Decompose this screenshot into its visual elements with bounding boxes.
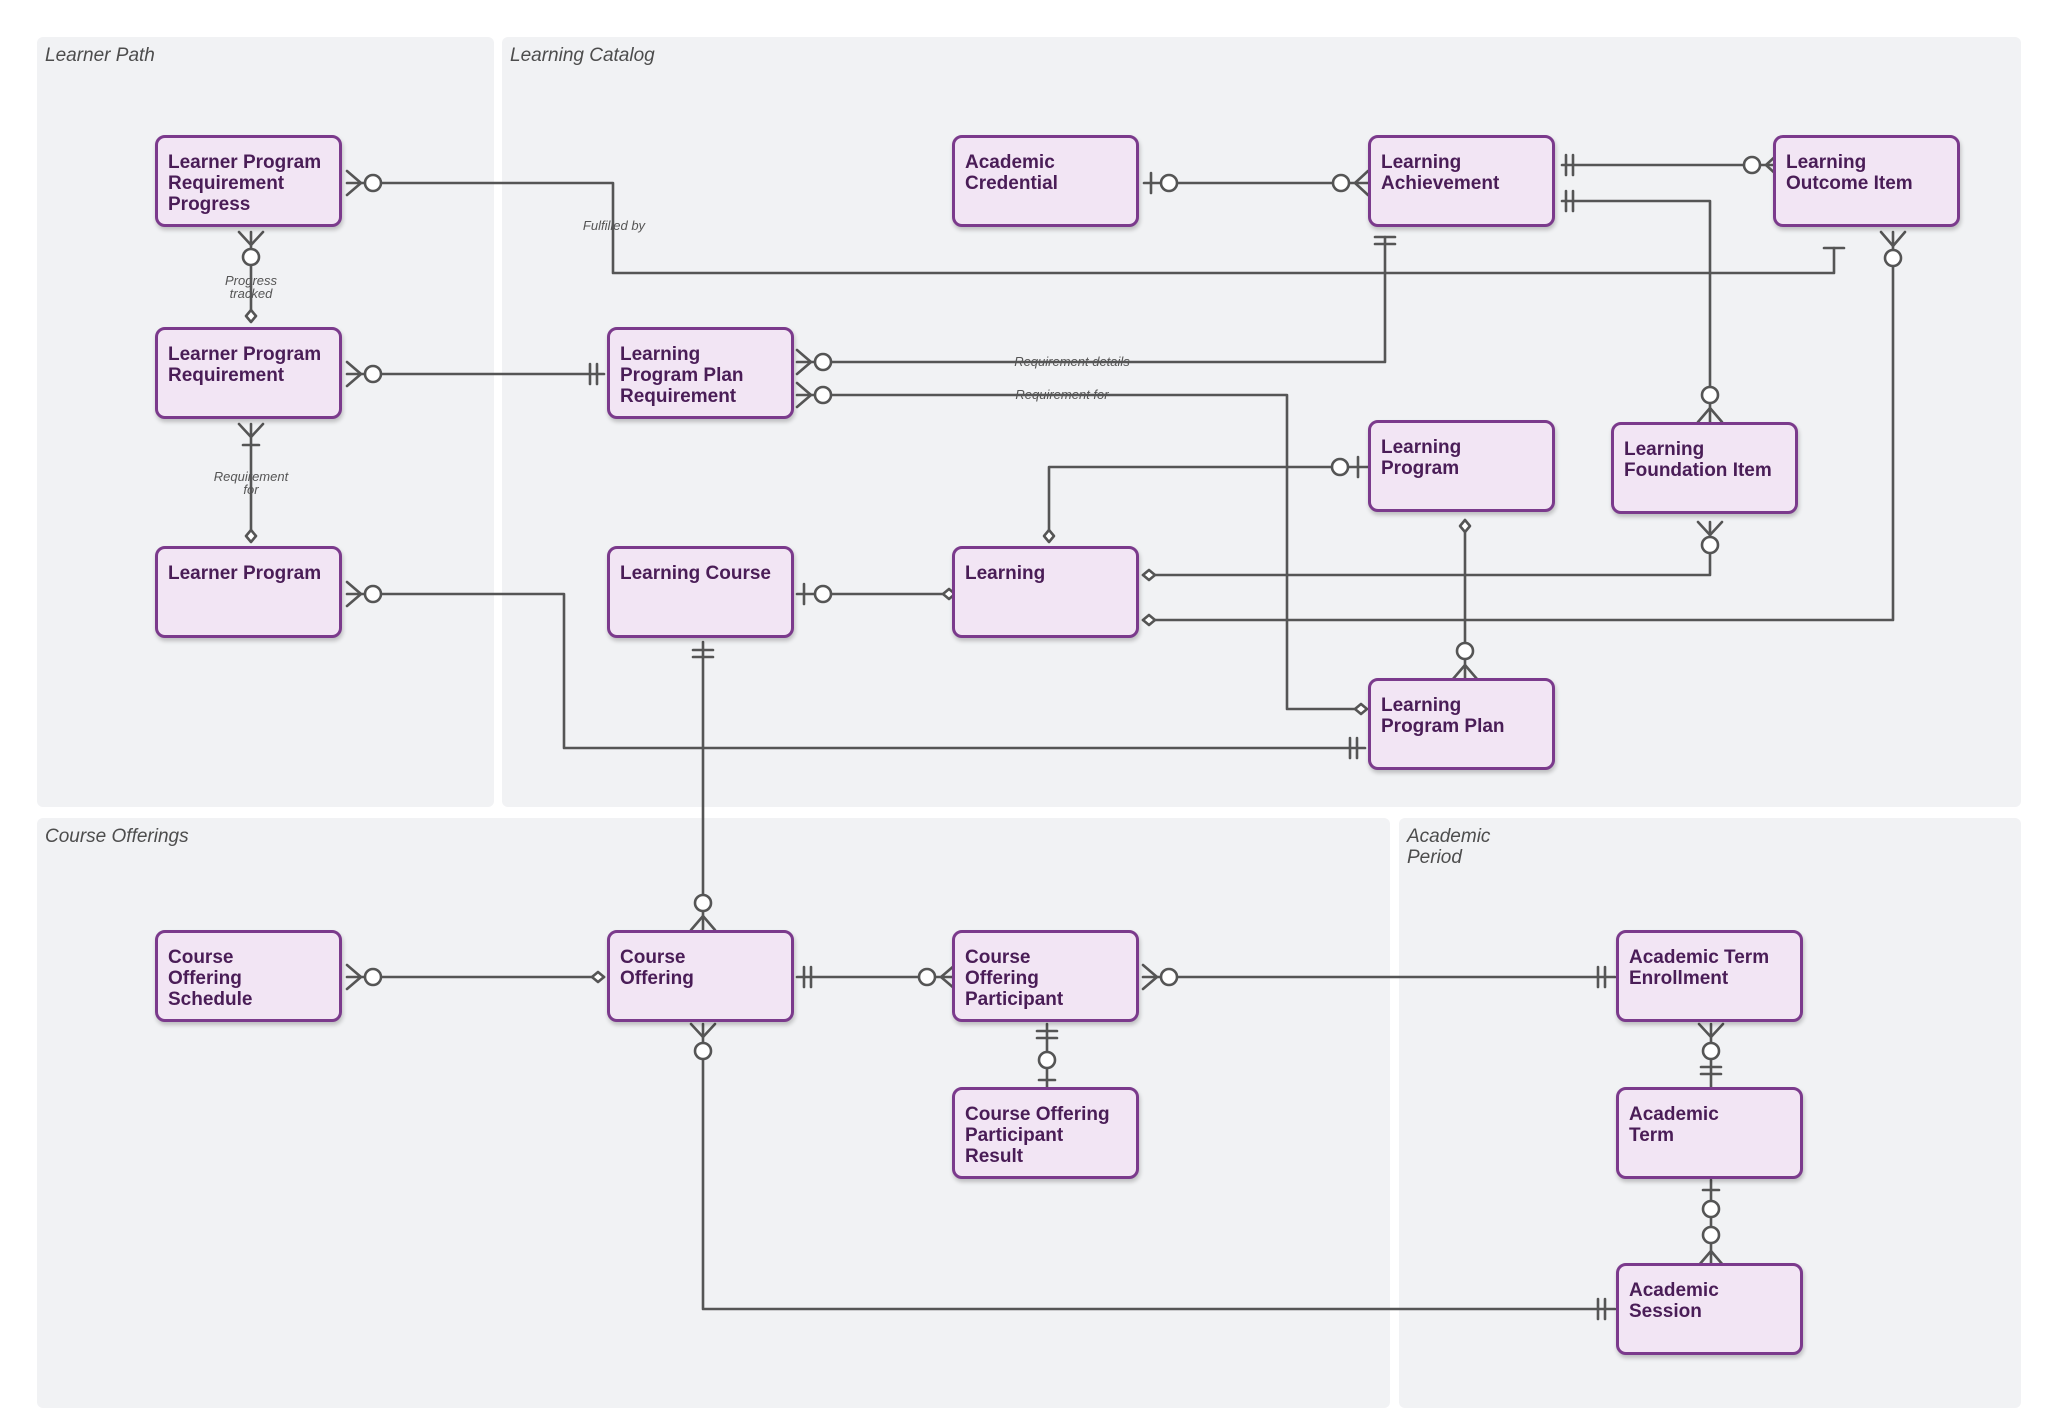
entity-label: Academic Session — [1629, 1280, 1719, 1322]
entity-learning-achievement[interactable]: Learning Achievement — [1368, 135, 1555, 227]
region-title-course-offerings: Course Offerings — [45, 826, 189, 847]
entity-academic-session[interactable]: Academic Session — [1616, 1263, 1803, 1355]
entity-label: Academic Term — [1629, 1104, 1719, 1146]
entity-learning-course[interactable]: Learning Course — [607, 546, 794, 638]
entity-course-offering-schedule[interactable]: Course Offering Schedule — [155, 930, 342, 1022]
label-requirement-for: Requirement for — [1015, 387, 1109, 402]
entity-label: Course Offering Participant — [965, 947, 1064, 1010]
entity-learning[interactable]: Learning — [952, 546, 1139, 638]
entity-label: Learning Program Plan Requirement — [620, 344, 744, 407]
entity-learning-program-plan-requirement[interactable]: Learning Program Plan Requirement — [607, 327, 794, 419]
label-requirement-details: Requirement details — [1014, 354, 1130, 369]
entity-label: Course Offering — [620, 947, 694, 989]
entity-learner-program-requirement-progress[interactable]: Learner Program Requirement Progress — [155, 135, 342, 227]
region-title-learner-path: Learner Path — [45, 45, 155, 66]
entity-course-offering[interactable]: Course Offering — [607, 930, 794, 1022]
entity-label: Learning Outcome Item — [1786, 152, 1913, 194]
entity-learning-outcome-item[interactable]: Learning Outcome Item — [1773, 135, 1960, 227]
entity-course-offering-participant[interactable]: Course Offering Participant — [952, 930, 1139, 1022]
entity-label: Learning Course — [620, 563, 771, 584]
entity-academic-term-enrollment[interactable]: Academic Term Enrollment — [1616, 930, 1803, 1022]
entity-label: Learner Program Requirement — [168, 344, 322, 386]
entity-learner-program[interactable]: Learner Program — [155, 546, 342, 638]
entity-label: Learner Program Requirement Progress — [168, 152, 322, 215]
entity-learner-program-requirement[interactable]: Learner Program Requirement — [155, 327, 342, 419]
entity-learning-foundation-item[interactable]: Learning Foundation Item — [1611, 422, 1798, 514]
entity-label: Learning Program — [1381, 437, 1462, 479]
region-title-academic-period: Academic Period — [1407, 826, 1491, 868]
entity-academic-credential[interactable]: Academic Credential — [952, 135, 1139, 227]
label-fulfilled-by: Fulfilled by — [583, 218, 647, 233]
entity-learning-program-plan[interactable]: Learning Program Plan — [1368, 678, 1555, 770]
entity-label: Course Offering Schedule — [168, 947, 253, 1010]
entity-label: Learning Achievement — [1381, 152, 1500, 194]
entity-label: Academic Term Enrollment — [1629, 947, 1770, 989]
region-title-learning-catalog: Learning Catalog — [510, 45, 655, 66]
entity-label: Learner Program — [168, 563, 322, 584]
entity-course-offering-participant-result[interactable]: Course Offering Participant Result — [952, 1087, 1139, 1179]
entity-label: Learning Foundation Item — [1624, 439, 1772, 481]
entity-label: Academic Credential — [965, 152, 1058, 194]
entity-label: Learning — [965, 563, 1046, 584]
entity-label: Course Offering Participant Result — [965, 1104, 1110, 1167]
entity-label: Learning Program Plan — [1381, 695, 1505, 737]
entity-learning-program[interactable]: Learning Program — [1368, 420, 1555, 512]
entity-academic-term[interactable]: Academic Term — [1616, 1087, 1803, 1179]
